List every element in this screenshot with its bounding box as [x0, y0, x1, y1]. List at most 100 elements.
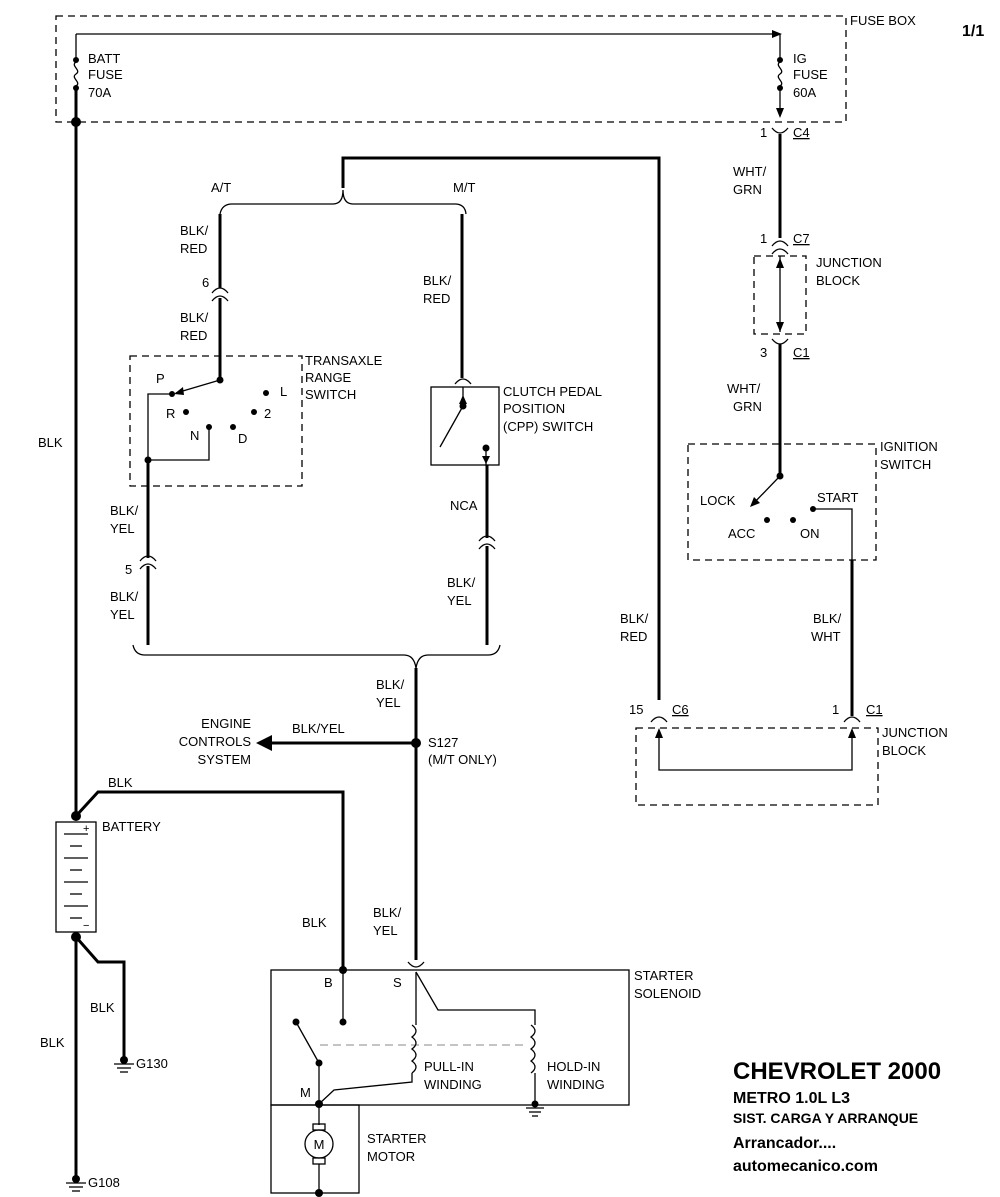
battery-plus: + — [83, 823, 89, 835]
wire-label-nca: NCA — [450, 498, 478, 513]
trs-pos-n: N — [190, 428, 199, 443]
connector-mt — [478, 535, 496, 550]
pin6-label: 6 — [202, 275, 209, 290]
batt-fuse-icon — [73, 61, 79, 87]
connector-pin6 — [211, 287, 229, 302]
ign-pos-on: ON — [800, 526, 820, 541]
engine-controls-3: SYSTEM — [198, 752, 251, 767]
wire-label-s4: YEL — [373, 923, 398, 938]
wire-label-wg1: WHT/ — [733, 164, 767, 179]
title-line-2: METRO 1.0L L3 — [733, 1090, 850, 1107]
ign-label-2: SWITCH — [880, 457, 931, 472]
pull-in-coil-icon — [410, 1024, 417, 1074]
wire-blk-red-long — [341, 156, 661, 700]
jb-top-label-2: BLOCK — [816, 273, 860, 288]
wire-label-wg4: GRN — [733, 399, 762, 414]
terminal-b: B — [324, 975, 333, 990]
battery-case — [55, 821, 97, 933]
wire-label-blk-top: BLK — [108, 775, 133, 790]
battery-label: BATTERY — [102, 819, 161, 834]
solenoid-label-2: SOLENOID — [634, 986, 701, 1001]
engine-controls-1: ENGINE — [201, 716, 251, 731]
ign-pos-lock: LOCK — [700, 493, 736, 508]
wire-label-ecm: BLK/YEL — [292, 721, 345, 736]
connector-c4 — [771, 127, 789, 134]
brace-at-mt — [219, 189, 467, 215]
starter-motor-label-1: STARTER — [367, 1131, 426, 1146]
wire-label-blk-g108: BLK — [40, 1035, 65, 1050]
wire-blk-g130 — [74, 936, 126, 1058]
pin5-label: 5 — [125, 562, 132, 577]
wire-label-blk-red-r-2: RED — [620, 629, 647, 644]
c1-top-label: C1 — [793, 345, 810, 360]
batt-fuse-label-3: 70A — [88, 85, 111, 100]
battery: + − BATTERY — [55, 819, 161, 933]
wire-label-mt-2: RED — [423, 291, 450, 306]
c7-label: C7 — [793, 231, 810, 246]
ground-g130: G130 — [114, 1056, 168, 1073]
solenoid-contact-arm — [295, 1021, 320, 1064]
wire-label-mt-1: BLK/ — [423, 273, 452, 288]
trs-pos-d: D — [238, 431, 247, 446]
ig-fuse-icon — [777, 61, 783, 87]
ground-g108: G108 — [66, 1175, 120, 1192]
wire-label-at-4: RED — [180, 328, 207, 343]
solenoid-label-1: STARTER — [634, 968, 693, 983]
trs-label-3: SWITCH — [305, 387, 356, 402]
bus-arrow-icon — [772, 30, 782, 38]
trs-pos-p: P — [156, 371, 165, 386]
cpp-contact-arm — [439, 405, 464, 448]
starter-solenoid: STARTER SOLENOID B S M PULL-IN WINDING H… — [270, 961, 701, 1117]
splice-label-2: (M/T ONLY) — [428, 752, 497, 767]
wire-label-blk-b: BLK — [302, 915, 327, 930]
engine-controls-2: CONTROLS — [179, 734, 252, 749]
arrow-left-icon — [256, 735, 272, 751]
ig-fuse-label-2: FUSE — [793, 67, 828, 82]
transaxle-range-switch: TRANSAXLE RANGE SWITCH P R N D 2 L — [129, 353, 383, 487]
cpp-label-3: (CPP) SWITCH — [503, 419, 593, 434]
c1-top-pin: 3 — [760, 345, 767, 360]
wire-label-wg2: GRN — [733, 182, 762, 197]
jb-bot-label-1: JUNCTION — [882, 725, 948, 740]
wire-label-mt-3: BLK/ — [447, 575, 476, 590]
connector-c1-top — [771, 338, 789, 345]
wire-label-s1: BLK/ — [376, 677, 405, 692]
splice-label-1: S127 — [428, 735, 458, 750]
ign-pos-acc: ACC — [728, 526, 755, 541]
c1-bot-pin: 1 — [832, 702, 839, 717]
hold-in-coil-icon — [529, 1024, 536, 1074]
wire-label-s2: YEL — [376, 695, 401, 710]
batt-fuse-label-1: BATT — [88, 51, 120, 66]
wire-label-s3: BLK/ — [373, 905, 402, 920]
trs-pos-2: 2 — [264, 406, 271, 421]
ignition-switch: IGNITION SWITCH LOCK ACC ON START — [687, 439, 938, 561]
branch-label-mt: M/T — [453, 180, 475, 195]
hold-in-label-1: HOLD-IN — [547, 1059, 600, 1074]
fuse-box: FUSE BOX BATT FUSE 70A IG FUSE 60A — [55, 13, 916, 123]
wire-label-at-8: YEL — [110, 607, 135, 622]
wire-label-blk-main: BLK — [38, 435, 63, 450]
junction-block-top: JUNCTION BLOCK — [753, 255, 882, 335]
pull-in-label-2: WINDING — [424, 1077, 482, 1092]
ign-label-1: IGNITION — [880, 439, 938, 454]
batt-fuse-label-2: FUSE — [88, 67, 123, 82]
hold-in-label-2: WINDING — [547, 1077, 605, 1092]
connector-c7 — [771, 240, 789, 255]
wire-label-blk-red-r-1: BLK/ — [620, 611, 649, 626]
ign-pos-start: START — [817, 490, 858, 505]
page-number: 1/1 — [962, 23, 984, 40]
terminal-m: M — [300, 1085, 311, 1100]
trs-label-2: RANGE — [305, 370, 352, 385]
title-line-5: automecanico.com — [733, 1158, 878, 1175]
cpp-switch: CLUTCH PEDAL POSITION (CPP) SWITCH — [430, 378, 602, 466]
ig-fuse-label-3: 60A — [793, 85, 816, 100]
wire-label-at-3: BLK/ — [180, 310, 209, 325]
wire-label-bw2: WHT — [811, 629, 841, 644]
c6-pin: 15 — [629, 702, 643, 717]
wire-label-at-1: BLK/ — [180, 223, 209, 238]
starter-motor-label-2: MOTOR — [367, 1149, 415, 1164]
jb-top-label-1: JUNCTION — [816, 255, 882, 270]
title-line-3: SIST. CARGA Y ARRANQUE — [733, 1110, 918, 1126]
fuse-box-label: FUSE BOX — [850, 13, 916, 28]
